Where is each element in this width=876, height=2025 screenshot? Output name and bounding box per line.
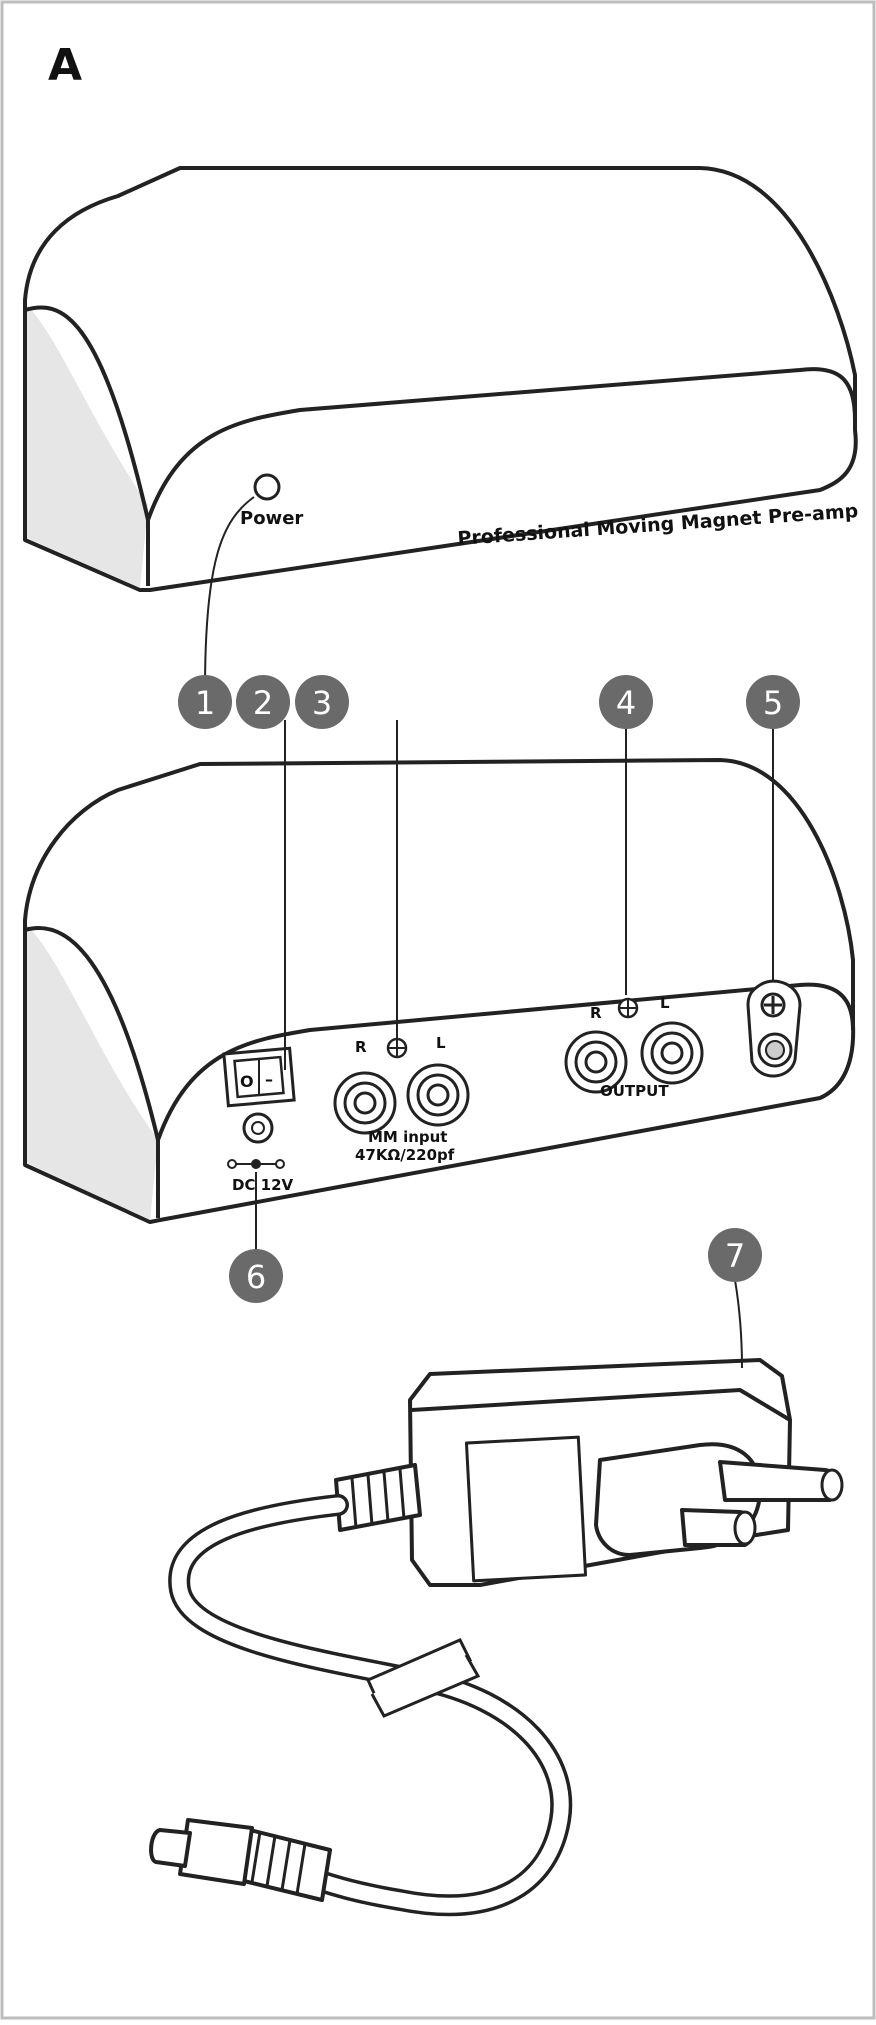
input-label-line1: MM input xyxy=(368,1128,447,1146)
power-switch xyxy=(224,1048,294,1106)
input-label-line2: 47KΩ/220pf xyxy=(355,1146,455,1164)
power-label: Power xyxy=(240,508,303,529)
callout-6-text: 6 xyxy=(246,1258,266,1296)
output-label: OUTPUT xyxy=(600,1082,669,1100)
callout-7-text: 7 xyxy=(725,1237,745,1275)
input-jack-r xyxy=(335,1073,395,1133)
power-led xyxy=(255,475,279,499)
output-l-label: L xyxy=(660,994,670,1012)
dc-label: DC 12V xyxy=(232,1176,294,1194)
output-r-label: R xyxy=(590,1004,602,1022)
callout-2-text: 2 xyxy=(253,684,273,722)
callout-3: 3 xyxy=(295,675,349,729)
output-ground-terminal xyxy=(619,999,637,1017)
switch-off-mark: O xyxy=(240,1072,254,1091)
callout-7: 7 xyxy=(708,1228,762,1282)
callout-1-text: 1 xyxy=(195,684,215,722)
ground-post xyxy=(748,981,800,1076)
dc-plug-pin xyxy=(151,1830,190,1866)
callout-2: 2 xyxy=(236,675,290,729)
callout-4: 4 xyxy=(599,675,653,729)
callout-3-text: 3 xyxy=(312,684,332,722)
callout-1: 1 xyxy=(178,675,232,729)
input-jack-l xyxy=(408,1065,468,1125)
adapter-label-area xyxy=(466,1437,585,1581)
dc-plug-body xyxy=(180,1820,252,1884)
callout-6: 6 xyxy=(229,1249,283,1303)
callout-5-text: 5 xyxy=(763,684,783,722)
input-l-label: L xyxy=(436,1034,446,1052)
input-ground-terminal xyxy=(388,1039,406,1057)
switch-on-mark: – xyxy=(265,1070,273,1089)
callout-5: 5 xyxy=(746,675,800,729)
callout-4-text: 4 xyxy=(616,684,636,722)
dc-jack xyxy=(244,1114,272,1142)
output-jack-l xyxy=(642,1023,702,1083)
input-r-label: R xyxy=(355,1038,367,1056)
panel-letter: A xyxy=(48,40,82,91)
